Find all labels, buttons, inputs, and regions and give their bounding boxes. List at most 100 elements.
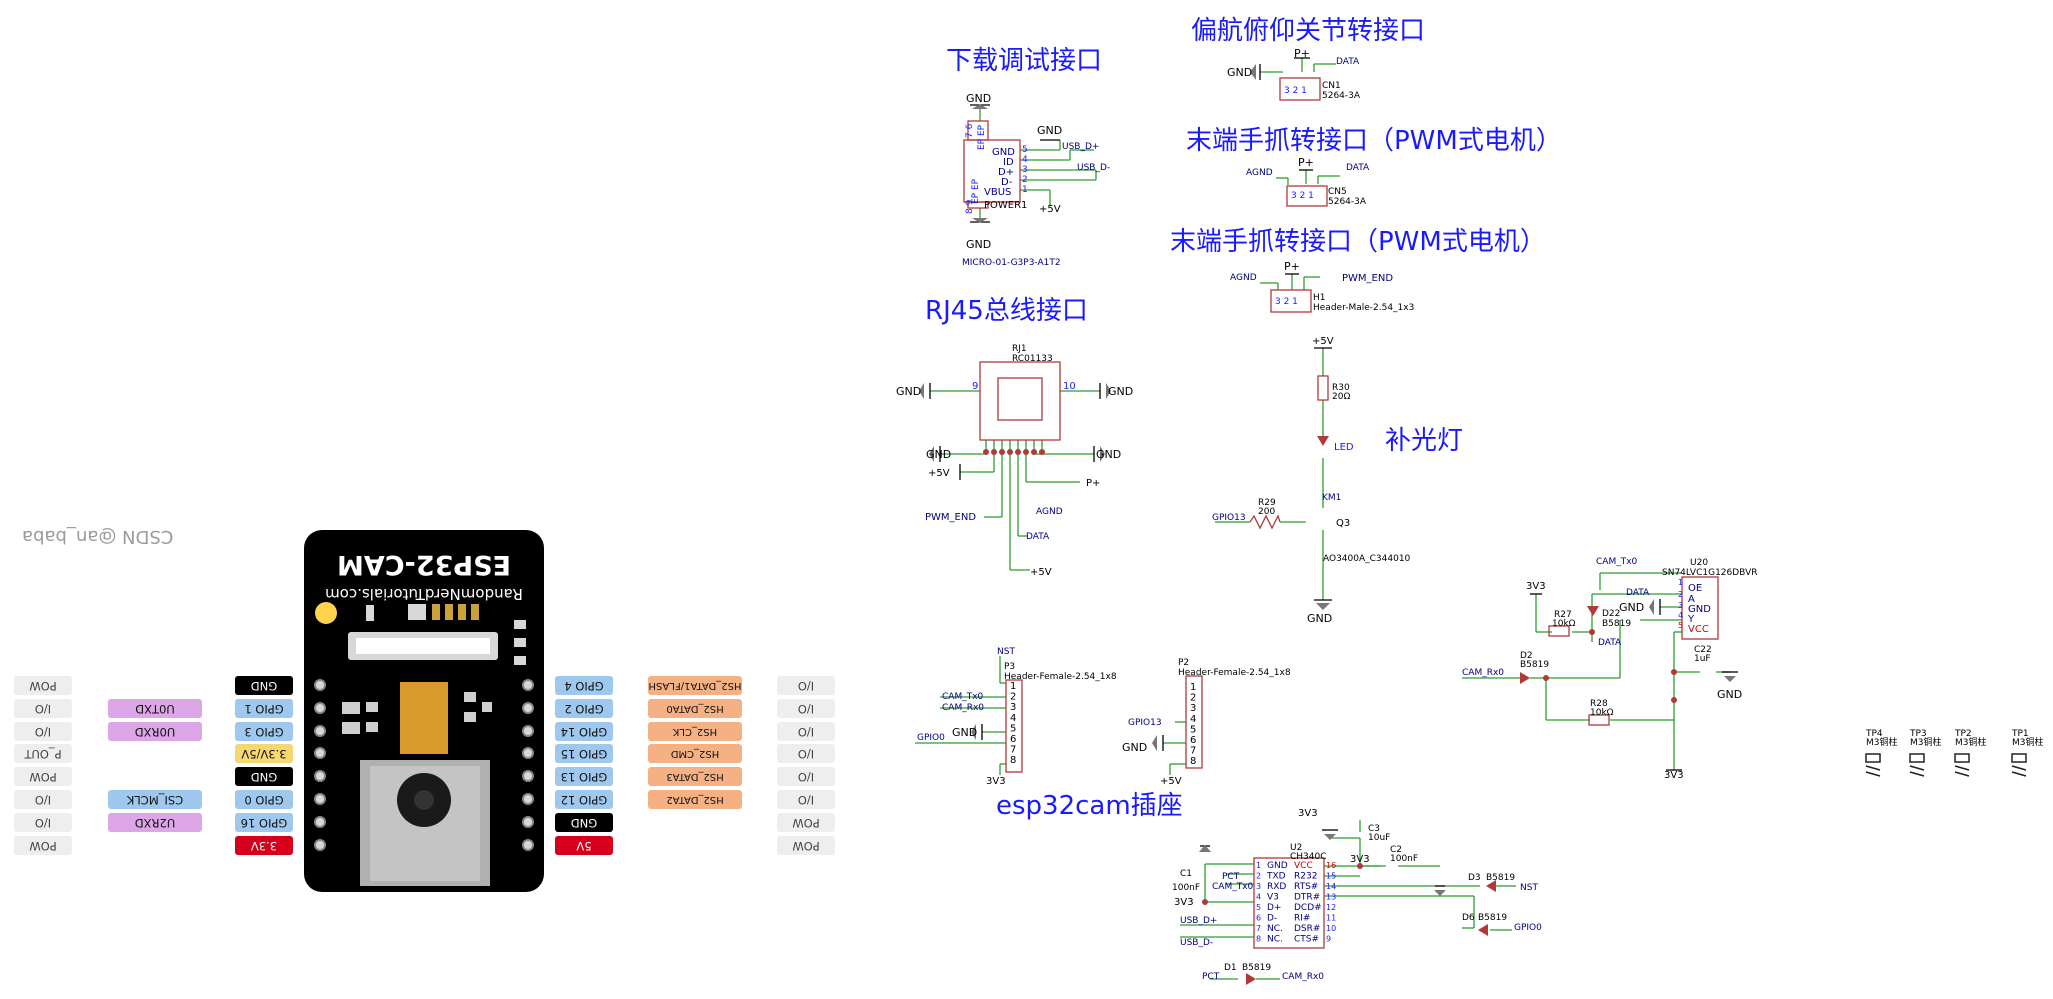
usb-gnd-bottom: GND bbox=[966, 238, 991, 251]
header-hole bbox=[314, 770, 326, 782]
rj1-pwm-end: PWM_END bbox=[925, 512, 976, 523]
u2-right-pin-name: DTR# bbox=[1294, 893, 1320, 903]
led-r30-val: 20Ω bbox=[1332, 392, 1350, 402]
cn5-data: DATA bbox=[1346, 163, 1370, 173]
title-esp32cam-socket: esp32cam插座 bbox=[996, 791, 1183, 821]
u20-gnd2: GND bbox=[1717, 688, 1742, 701]
u20-oe: OE bbox=[1688, 583, 1702, 594]
u2-d6-val: B5819 bbox=[1478, 913, 1507, 923]
p3-pin-number: 4 bbox=[1010, 713, 1016, 724]
h1-net: PWM_END bbox=[1342, 273, 1393, 284]
u2-left-pin-name: D- bbox=[1267, 914, 1277, 924]
u20-cam-tx: CAM_Tx0 bbox=[1596, 557, 1638, 567]
flash-led bbox=[315, 602, 337, 624]
u20-vcc: VCC bbox=[1688, 624, 1709, 635]
usb-ep-nums-top: 7 6 bbox=[965, 123, 975, 138]
u20-part: SN74LVC1G126DBVR bbox=[1662, 568, 1757, 578]
cn1-ref: CN1 bbox=[1322, 81, 1341, 91]
u2-c3-val: 10uF bbox=[1368, 833, 1390, 843]
title-rj45: RJ45总线接口 bbox=[925, 296, 1088, 326]
usb-ref: POWER1 bbox=[984, 200, 1027, 211]
u2-c1: C1 bbox=[1180, 869, 1192, 879]
usb-pin-dm: D- bbox=[1001, 177, 1013, 188]
test-point-screws bbox=[1865, 753, 2027, 777]
rj1-pplus: P+ bbox=[1086, 478, 1100, 489]
u20-r28-val: 10kΩ bbox=[1590, 708, 1614, 718]
u2-c3: C3 bbox=[1368, 824, 1380, 834]
p2-gpio13: GPIO13 bbox=[1128, 718, 1162, 728]
u20-r28: R28 bbox=[1590, 699, 1608, 709]
p2-5v: +5V bbox=[1160, 776, 1182, 787]
u2-usb-dp: USB_D+ bbox=[1180, 916, 1217, 926]
u20-n5: 5 bbox=[1678, 621, 1683, 630]
rj1-gnd-right1: GND bbox=[1108, 385, 1133, 398]
p3-pin-number: 5 bbox=[1010, 723, 1016, 734]
led-gnd: GND bbox=[1307, 612, 1332, 625]
u2-d1: D1 bbox=[1224, 963, 1237, 973]
p2-pin-number: 3 bbox=[1190, 703, 1196, 714]
h1-pins: 3 2 1 bbox=[1275, 297, 1298, 307]
usb-ep-nums-bottom: 8 9 bbox=[965, 199, 975, 214]
u20-n3: 3 bbox=[1678, 601, 1683, 610]
u2-nst: NST bbox=[1520, 883, 1538, 893]
rj1-ref: RJ1 bbox=[1012, 344, 1027, 354]
u2-part: CH340C bbox=[1290, 852, 1327, 862]
u20-d2-val: B5819 bbox=[1520, 660, 1549, 670]
tp1-part: M3铜柱 bbox=[2012, 736, 2044, 748]
rj1-gnd-left2: GND bbox=[926, 448, 951, 461]
p3-pin-number: 3 bbox=[1010, 702, 1016, 713]
rj1-data: DATA bbox=[1026, 532, 1050, 542]
cn1-part: 5264-3A bbox=[1322, 91, 1361, 101]
u2-d1-val: B5819 bbox=[1242, 963, 1271, 973]
p3-ref: P3 bbox=[1004, 662, 1015, 672]
h1-ref: H1 bbox=[1313, 293, 1326, 303]
tp4-part: M3铜柱 bbox=[1866, 736, 1898, 748]
p2-pin-number: 5 bbox=[1190, 724, 1196, 735]
led-gpio13: GPIO13 bbox=[1212, 513, 1246, 523]
u2-right-pin-name: DCD# bbox=[1294, 903, 1322, 913]
esp32-cam-board: ESP32-CAM RandomNerdTutorials.com bbox=[304, 530, 544, 892]
cn5-gnd: AGND bbox=[1246, 168, 1273, 178]
u20-ref: U20 bbox=[1690, 558, 1708, 568]
u2-right-pin-number: 9 bbox=[1326, 935, 1331, 944]
u2-left-pin-name: V3 bbox=[1267, 893, 1279, 903]
cn5-ref: CN5 bbox=[1328, 187, 1347, 197]
p2-pin-number: 4 bbox=[1190, 714, 1196, 725]
led-mos: AO3400A_C344010 bbox=[1323, 554, 1411, 564]
u2-left-pin-number: 5 bbox=[1256, 903, 1261, 912]
title-end-gripper-2: 末端手抓转接口（PWM式电机） bbox=[1170, 227, 1546, 257]
title-download-debug: 下载调试接口 bbox=[946, 46, 1103, 76]
p3-part: Header-Female-2.54_1x8 bbox=[1004, 672, 1117, 682]
u20-3v3: 3V3 bbox=[1526, 581, 1546, 592]
usb-pin-id: ID bbox=[1003, 157, 1014, 168]
u2-left-pin-name: NC. bbox=[1267, 924, 1283, 934]
u2-left-pin-number: 6 bbox=[1256, 914, 1261, 923]
u2-right-pin-name: R232 bbox=[1294, 872, 1317, 882]
usb-pin-num-3: 3 bbox=[1022, 165, 1028, 175]
header-hole bbox=[522, 816, 534, 828]
usb-pin-num-2: 2 bbox=[1022, 175, 1028, 185]
usb-dm-net: USB_D- bbox=[1077, 163, 1110, 173]
cn1-pplus: P+ bbox=[1294, 47, 1310, 60]
u2-left-pin-number: 4 bbox=[1256, 893, 1261, 902]
u2-right-pin-name: VCC bbox=[1294, 861, 1313, 871]
title-fill-light: 补光灯 bbox=[1385, 426, 1464, 456]
u2-right-pin-name: RI# bbox=[1294, 914, 1310, 924]
u2-gpio0: GPIO0 bbox=[1514, 923, 1542, 933]
p3-gpio0: GPIO0 bbox=[917, 733, 945, 743]
header-hole bbox=[314, 725, 326, 737]
title-end-gripper-1: 末端手抓转接口（PWM式电机） bbox=[1186, 126, 1562, 156]
cn1-data: DATA bbox=[1336, 57, 1360, 67]
u20-r27: R27 bbox=[1554, 610, 1572, 620]
tp3-ref: TP3 bbox=[1909, 729, 1927, 739]
usb-5v: +5V bbox=[1039, 204, 1061, 215]
rj1-agnd: AGND bbox=[1036, 507, 1063, 517]
led-q3: Q3 bbox=[1336, 518, 1350, 529]
p2-pin-number: 8 bbox=[1190, 756, 1196, 767]
cn5-part: 5264-3A bbox=[1328, 197, 1367, 207]
header-hole bbox=[314, 679, 326, 691]
u20-n1: 1 bbox=[1678, 578, 1683, 587]
tp2-ref: TP2 bbox=[1954, 729, 1972, 739]
u2-c1-val: 100nF bbox=[1172, 883, 1200, 893]
